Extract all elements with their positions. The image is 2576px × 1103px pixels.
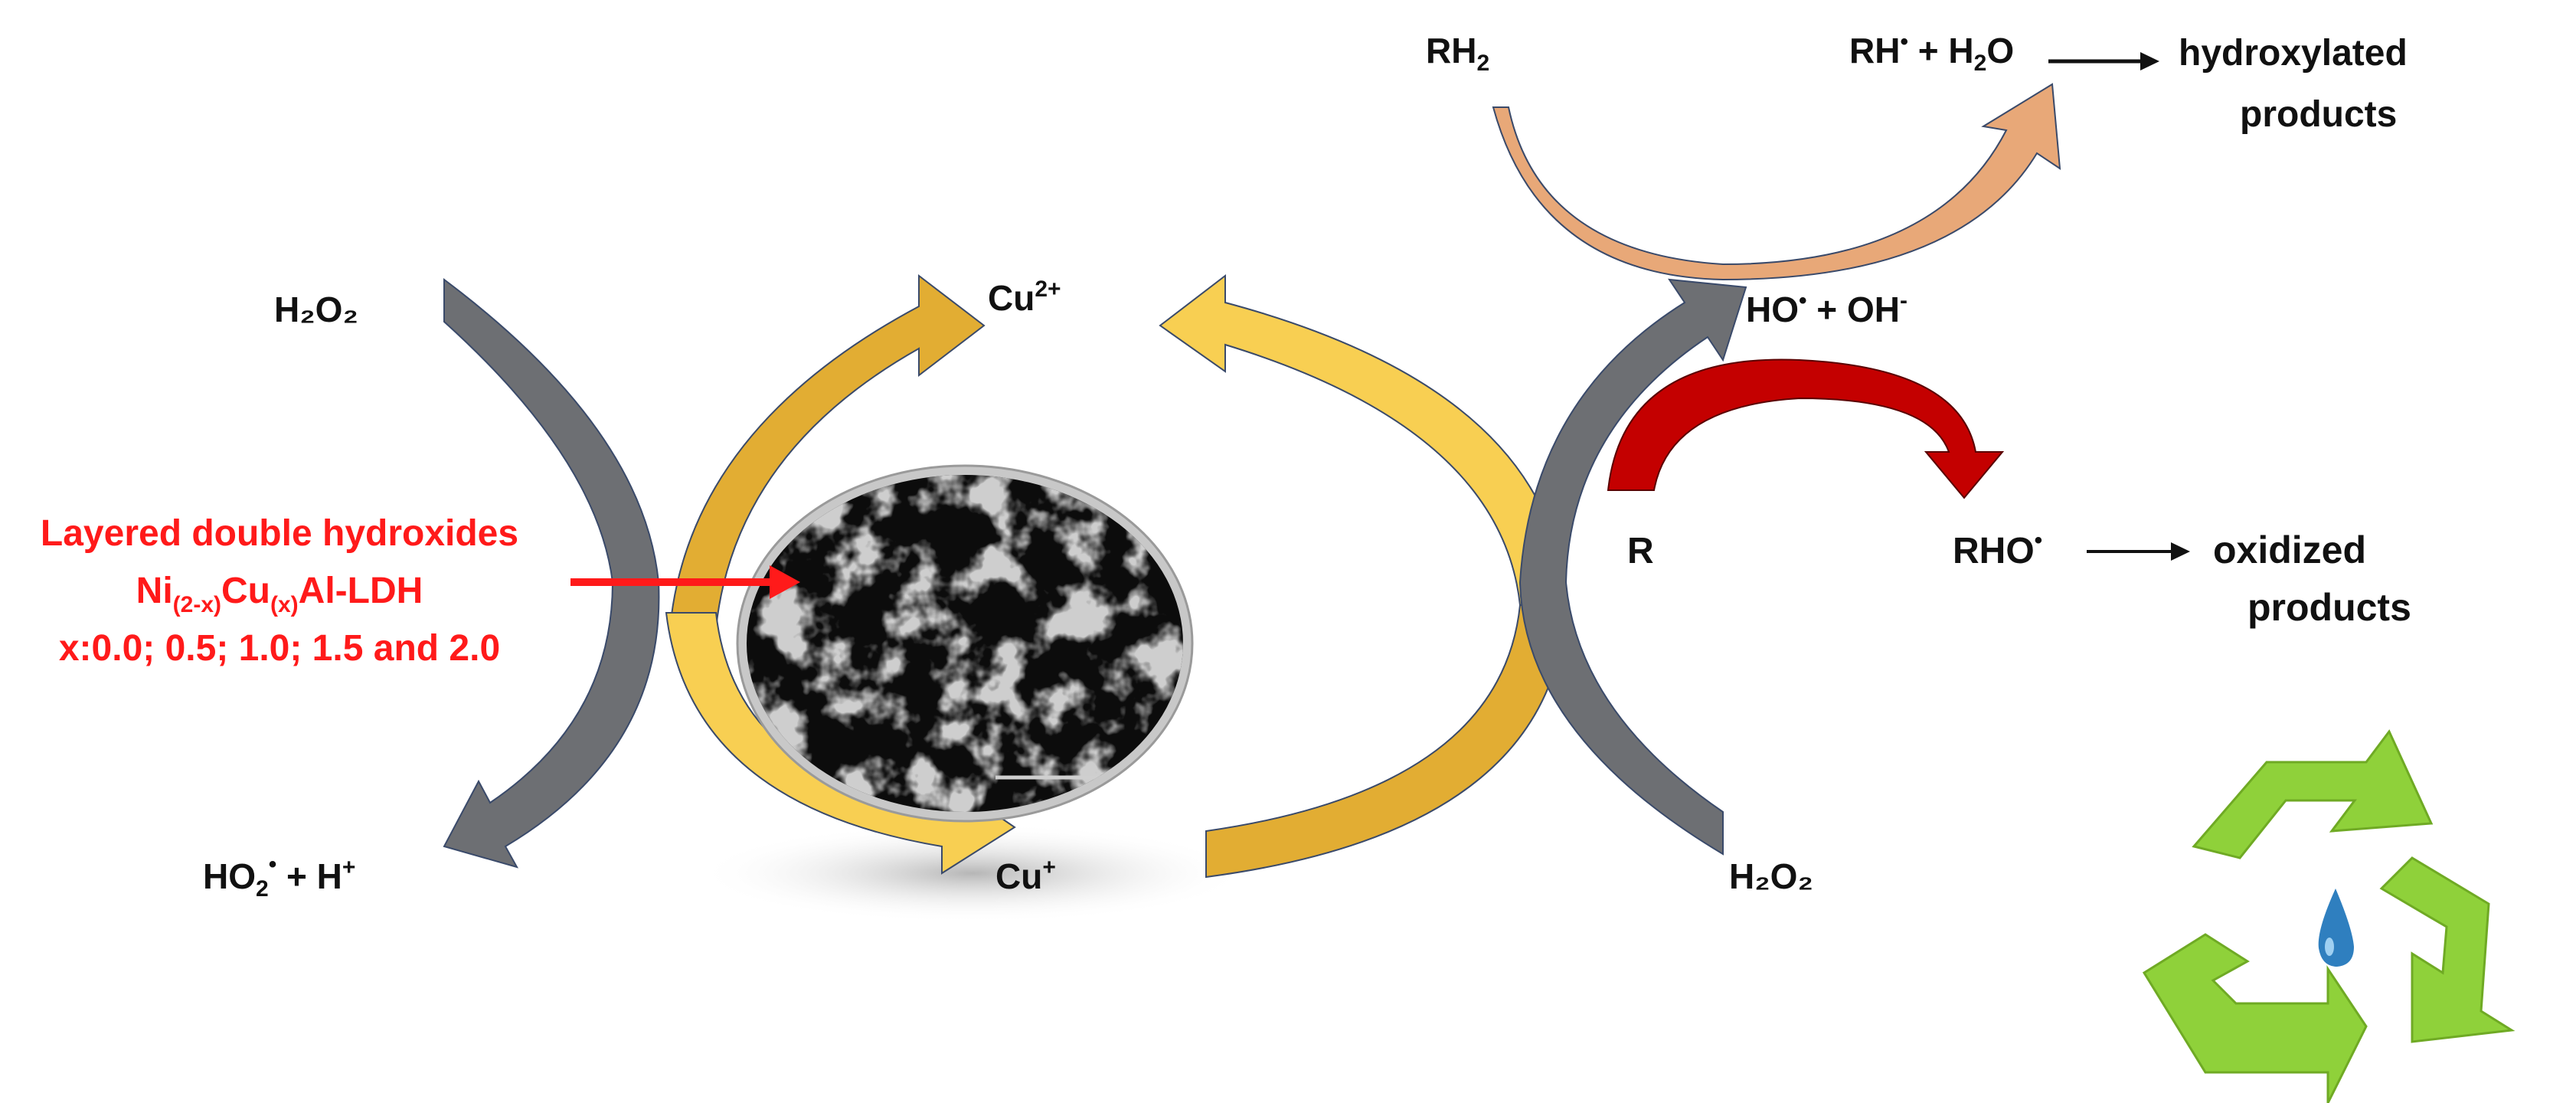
orange-arrow-rh2 xyxy=(1492,83,2061,281)
ldh-pointer-arrow xyxy=(570,565,800,599)
sem-micrograph-image xyxy=(736,464,1194,823)
gray-arrow-right-h2o2 xyxy=(1518,278,1747,856)
hydroxylated-products-line2: products xyxy=(2240,94,2397,135)
ldh-title: Layered double hydroxides xyxy=(41,513,518,554)
gold-arrow-left-up xyxy=(669,273,986,629)
ldh-composition: x:0.0; 0.5; 1.0; 1.5 and 2.0 xyxy=(59,628,500,669)
h2o2-left-label: H₂O₂ xyxy=(274,290,358,329)
hydroxylated-products-line1: hydroxylated xyxy=(2179,33,2408,74)
yellow-arrow-right-up xyxy=(1159,273,1568,606)
water-drop-highlight xyxy=(2325,938,2334,956)
sem-image-shadow xyxy=(697,823,1248,923)
cu1-label: Cu+ xyxy=(995,855,1056,896)
oxidized-products-line1: oxidized xyxy=(2213,529,2366,571)
reaction-arrow-hydroxylated xyxy=(2048,52,2159,70)
gray-arrow-left-h2o2 xyxy=(443,277,660,869)
ho2-radical-label: HO2• + H+ xyxy=(203,852,355,902)
rh-h2o-label: RH• + H2O xyxy=(1849,29,2014,76)
rh2-label: RH2 xyxy=(1426,31,1489,76)
ho-oh-label: HO• + OH- xyxy=(1746,288,1907,329)
ldh-formula: Ni(2-x)Cu(x)Al-LDH xyxy=(136,571,423,617)
r-label: R xyxy=(1627,531,1654,571)
cu2-label: Cu2+ xyxy=(988,277,1061,318)
rho-label: RHO• xyxy=(1953,528,2042,571)
water-drop-icon xyxy=(2318,889,2354,967)
recycle-icon xyxy=(2142,729,2516,1103)
reaction-arrow-oxidized xyxy=(2087,542,2190,561)
red-arrow-r xyxy=(1607,358,2005,499)
gold-arrow-right-lower xyxy=(1205,604,1568,879)
h2o2-right-label: H₂O₂ xyxy=(1729,856,1813,896)
oxidized-products-line2: products xyxy=(2247,586,2411,629)
